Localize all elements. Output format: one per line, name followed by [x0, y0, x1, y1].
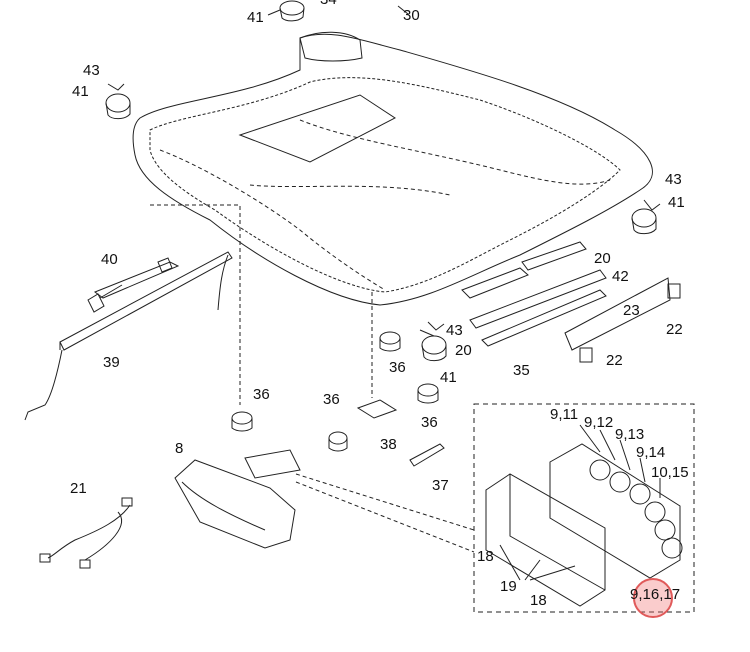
clip-parts [105, 0, 661, 362]
knobs [231, 331, 439, 452]
label-9-12: 9,12 [584, 414, 614, 431]
label-9-14: 9,14 [636, 444, 666, 461]
label-22-b: 22 [606, 352, 623, 369]
label-38: 38 [380, 436, 397, 453]
leader-lines [150, 204, 475, 553]
small-parts [356, 399, 445, 467]
label-42: 42 [612, 268, 629, 285]
label-36-b: 36 [253, 386, 270, 403]
label-23: 23 [623, 302, 640, 319]
label-20-a: 20 [594, 250, 611, 267]
label-18-a: 18 [477, 548, 494, 565]
label-37: 37 [432, 477, 449, 494]
side-rail [24, 251, 233, 421]
label-36-a: 36 [389, 359, 406, 376]
trim-strips [461, 241, 681, 363]
label-19: 19 [500, 578, 517, 595]
label-21: 21 [70, 480, 87, 497]
label-43-right: 43 [665, 171, 682, 188]
label-30: 30 [403, 7, 420, 24]
label-41-right: 41 [668, 194, 685, 211]
label-43-left: 43 [83, 62, 100, 79]
label-20-b: 20 [455, 342, 472, 359]
label-41-left: 41 [72, 83, 89, 100]
label-8: 8 [175, 440, 184, 457]
label-22-a: 22 [666, 321, 683, 338]
label-36-d: 36 [421, 414, 438, 431]
label-9-16-17: 9,16,17 [630, 586, 681, 603]
pointer-lines [99, 5, 661, 581]
label-18-b: 18 [530, 592, 547, 609]
label-10-15: 10,15 [651, 464, 689, 481]
label-41-mid: 41 [440, 369, 457, 386]
label-9-11: 9,11 [550, 406, 579, 423]
console [174, 449, 301, 549]
label-41-top: 41 [247, 9, 264, 26]
label-34-top: 34 [320, 0, 337, 7]
label-9-13: 9,13 [615, 426, 645, 443]
label-43-mid: 43 [446, 322, 463, 339]
label-39: 39 [103, 354, 120, 371]
cable-harness [39, 497, 133, 569]
label-35: 35 [513, 362, 530, 379]
label-40: 40 [101, 251, 118, 268]
switch-panel-box [473, 403, 695, 613]
roof-canopy [132, 31, 653, 306]
label-36-c: 36 [323, 391, 340, 408]
highlight-circle-16 [633, 578, 673, 618]
